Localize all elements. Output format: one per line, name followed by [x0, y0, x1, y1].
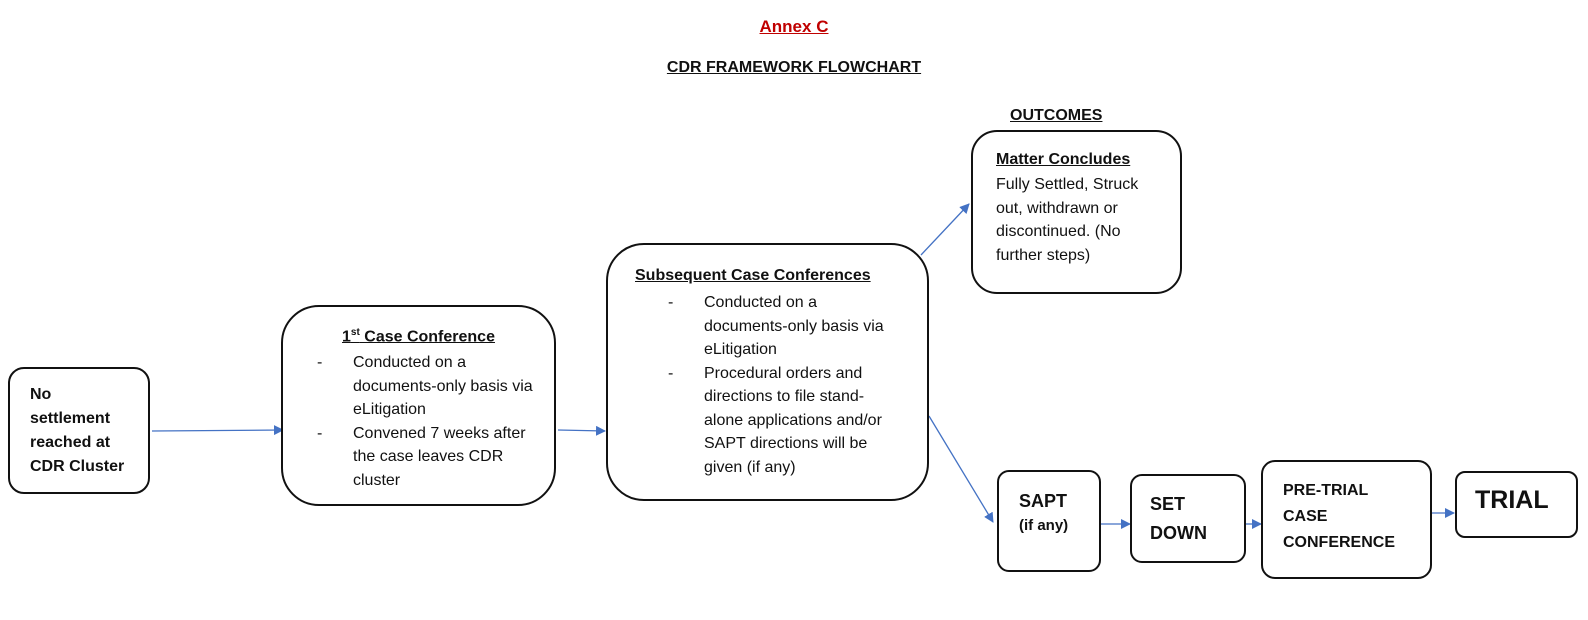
start-box: No settlement reached at CDR Cluster: [8, 367, 150, 494]
set-down-text: SET DOWN: [1150, 494, 1207, 543]
sapt-title: SAPT: [1019, 491, 1068, 511]
matter-concludes-box: Matter Concludes Fully Settled, Struck o…: [971, 130, 1182, 294]
subsequent-case-conferences-title: Subsequent Case Conferences: [635, 267, 871, 284]
sapt-subtitle: (if any): [1019, 517, 1069, 534]
list-item: -Procedural orders and directions to fil…: [668, 364, 882, 476]
matter-concludes-text: Fully Settled, Struck out, withdrawn or …: [996, 176, 1139, 264]
start-text: No settlement reached at CDR Cluster: [30, 386, 125, 475]
pre-trial-text: PRE-TRIAL CASE CONFERENCE: [1283, 482, 1396, 551]
arrow-to-concludes: [920, 203, 970, 256]
first-case-conference-bullets: -Conducted on a documents-only basis via…: [293, 351, 538, 492]
trial-text: TRIAL: [1475, 486, 1549, 514]
first-case-conference-title: 1st Case Conference: [342, 327, 495, 346]
list-item: -Conducted on a documents-only basis via…: [317, 354, 533, 418]
arrow-first-to-subsequent: [557, 425, 606, 436]
arrow-start-to-first: [151, 425, 284, 436]
trial-box: TRIAL: [1455, 471, 1578, 538]
sapt-box: SAPT (if any): [997, 470, 1101, 572]
arrow-to-sapt: [928, 415, 994, 523]
subsequent-case-conferences-box: Subsequent Case Conferences -Conducted o…: [606, 243, 929, 501]
matter-concludes-title: Matter Concludes: [996, 151, 1131, 168]
first-case-conference-box: 1st Case Conference -Conducted on a docu…: [281, 305, 556, 506]
pre-trial-case-conference-box: PRE-TRIAL CASE CONFERENCE: [1261, 460, 1432, 579]
set-down-box: SET DOWN: [1130, 474, 1246, 563]
flowchart-heading: CDR FRAMEWORK FLOWCHART: [666, 59, 922, 76]
subsequent-case-conferences-bullets: -Conducted on a documents-only basis via…: [644, 291, 889, 479]
list-item: -Convened 7 weeks after the case leaves …: [317, 424, 526, 489]
annex-title: Annex C: [759, 17, 829, 36]
list-item: -Conducted on a documents-only basis via…: [668, 294, 884, 358]
outcomes-label: OUTCOMES: [1010, 107, 1103, 124]
